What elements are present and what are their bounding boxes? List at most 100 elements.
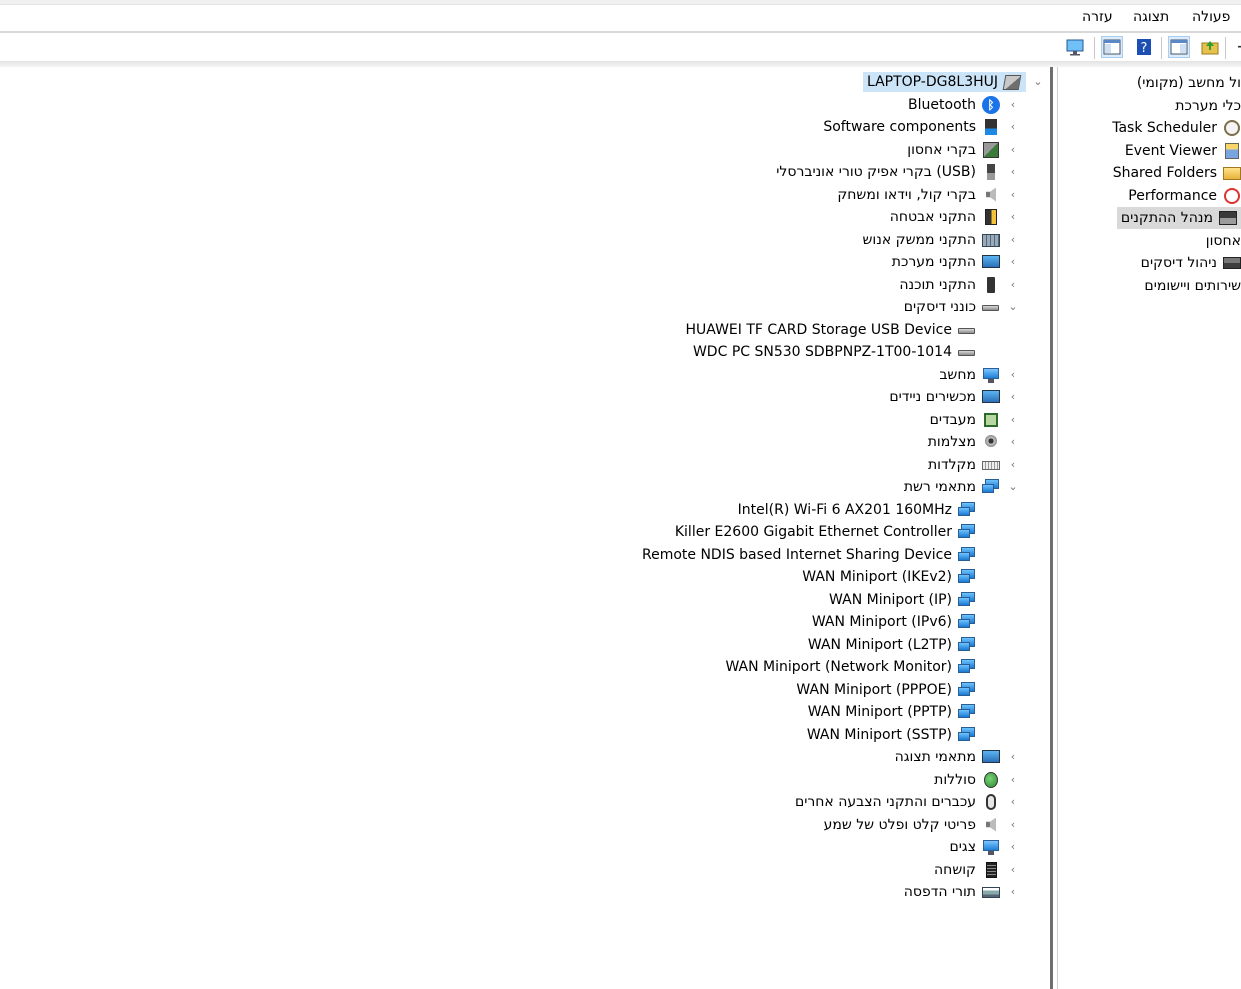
help-button[interactable]: ? (1133, 36, 1155, 58)
device-category[interactable]: תורי הדפסה (904, 881, 1000, 903)
expand-chevron-icon[interactable]: ‹ (1010, 435, 1016, 448)
console-tree-item[interactable]: Event Viewer (1125, 140, 1241, 162)
network-adapter-icon (958, 546, 976, 564)
device-category[interactable]: מכשירים ניידים (889, 386, 1000, 408)
expand-chevron-icon[interactable]: ‹ (1010, 277, 1016, 291)
network-adapter-icon (982, 478, 1000, 496)
device-category[interactable]: פריטי קלט ופלט של שמע (824, 814, 1000, 836)
device-item[interactable]: Intel(R) Wi-Fi 6 AX201 160MHz (738, 499, 976, 521)
software-components-icon (982, 118, 1000, 136)
device-category[interactable]: התקני תוכנה (899, 274, 1000, 296)
expand-chevron-icon[interactable]: ‹ (1010, 165, 1016, 178)
expand-chevron-icon[interactable]: ‹ (1010, 412, 1016, 426)
device-item[interactable]: HUAWEI TF CARD Storage USB Device (685, 319, 976, 341)
expand-chevron-icon[interactable]: ‹ (1010, 750, 1016, 763)
expand-chevron-icon[interactable]: ‹ (1010, 840, 1016, 853)
expand-chevron-icon[interactable]: ‹ (1010, 862, 1016, 876)
device-item[interactable]: WDC PC SN530 SDBPNPZ-1T00-1014 (693, 341, 976, 363)
device-category-label: מצלמות (927, 434, 976, 450)
console-tree-item[interactable]: כלי מערכת (1175, 95, 1241, 117)
console-tree-item[interactable]: מנהל ההתקנים (1116, 207, 1241, 229)
device-category[interactable]: מתאמי רשת (904, 476, 1000, 498)
collapse-chevron-icon[interactable]: ⌄ (1033, 75, 1043, 88)
show-hide-console-tree-icon (1170, 39, 1188, 55)
console-tree-item[interactable]: Performance (1128, 185, 1241, 207)
monitor-properties-icon (1066, 39, 1084, 56)
firmware-icon (982, 861, 1000, 879)
device-category[interactable]: קושחה (934, 859, 1000, 881)
collapse-chevron-icon[interactable]: ⌄ (1008, 300, 1018, 313)
device-category[interactable]: בקרי אחסון (907, 139, 1000, 161)
device-category-label: בקרי קול, וידאו ומשחק (837, 186, 976, 203)
expand-chevron-icon[interactable]: ‹ (1010, 367, 1016, 381)
device-category[interactable]: כונני דיסקים (904, 296, 1000, 318)
collapse-chevron-icon[interactable]: ⌄ (1008, 480, 1018, 493)
network-adapter-icon (958, 658, 976, 676)
vertical-scrollbar[interactable] (1050, 67, 1053, 989)
device-category[interactable]: Software components (823, 116, 1000, 138)
tree-root-computer[interactable]: LAPTOP-DG8L3HUJ (862, 71, 1026, 93)
expand-chevron-icon[interactable]: ‹ (1010, 142, 1016, 156)
expand-chevron-icon[interactable]: ‹ (1010, 390, 1016, 403)
expand-chevron-icon[interactable]: ‹ (1010, 97, 1016, 111)
expand-chevron-icon[interactable]: ‹ (1010, 885, 1016, 898)
expand-chevron-icon[interactable]: ‹ (1010, 255, 1016, 268)
device-category[interactable]: התקני ממשק אנוש (863, 229, 1000, 251)
help-icon: ? (1137, 39, 1151, 56)
menu-action[interactable]: פעולה (1192, 9, 1231, 25)
pane-splitter[interactable] (1053, 67, 1058, 989)
device-manager-icon (1219, 209, 1237, 227)
device-category[interactable]: צגים (950, 836, 1001, 858)
console-tree-item[interactable]: Task Scheduler (1112, 117, 1241, 139)
console-tree-item[interactable]: Shared Folders (1113, 162, 1241, 184)
expand-chevron-icon[interactable]: ‹ (1010, 795, 1016, 808)
console-tree-item[interactable]: אחסון (1206, 230, 1241, 252)
show-hide-console-tree-button[interactable] (1168, 36, 1190, 58)
device-item[interactable]: Remote NDIS based Internet Sharing Devic… (642, 544, 976, 566)
device-item[interactable]: WAN Miniport (IKEv2) (802, 566, 976, 588)
device-category-label: בקרי אפיק טורי אוניברסלי (USB) (776, 164, 976, 180)
expand-chevron-icon[interactable]: ‹ (1010, 232, 1016, 246)
expand-chevron-icon[interactable]: ‹ (1010, 210, 1016, 223)
expand-chevron-icon[interactable]: ‹ (1010, 817, 1016, 831)
device-item[interactable]: WAN Miniport (PPTP) (808, 701, 976, 723)
device-item-label: Killer E2600 Gigabit Ethernet Controller (674, 524, 952, 540)
device-item[interactable]: WAN Miniport (SSTP) (807, 724, 976, 746)
expand-chevron-icon[interactable]: ‹ (1010, 457, 1016, 471)
device-category[interactable]: מתאמי תצוגה (895, 746, 1000, 768)
device-category[interactable]: התקני אבטחה (890, 206, 1000, 228)
monitor-properties-button[interactable] (1064, 36, 1086, 58)
console-tree-item[interactable]: שירותים ויישומים (1144, 275, 1241, 297)
device-category-label: סוללות (934, 771, 976, 788)
device-item[interactable]: WAN Miniport (Network Monitor) (725, 656, 976, 678)
device-category[interactable]: מעבדים (930, 409, 1000, 431)
device-item[interactable]: WAN Miniport (PPPOE) (796, 679, 976, 701)
expand-chevron-icon[interactable]: ‹ (1010, 187, 1016, 201)
device-category[interactable]: מחשב (939, 364, 1000, 386)
menu-help[interactable]: עזרה (1082, 9, 1113, 25)
device-category[interactable]: מצלמות (928, 431, 1000, 453)
menu-view[interactable]: תצוגה (1133, 9, 1170, 25)
expand-chevron-icon[interactable]: ‹ (1010, 120, 1016, 133)
console-tree-item[interactable]: ול מחשב (מקומי) (1137, 72, 1241, 94)
device-item[interactable]: Killer E2600 Gigabit Ethernet Controller (675, 521, 976, 543)
device-item[interactable]: WAN Miniport (IP) (829, 589, 976, 611)
device-category-label: מקלדות (927, 456, 976, 473)
device-item[interactable]: WAN Miniport (IPv6) (812, 611, 976, 633)
back-button[interactable]: ➔ (1232, 36, 1241, 58)
toolbar-divider (0, 61, 1241, 67)
device-category[interactable]: סוללות (934, 769, 1000, 791)
console-tree-item-content: Shared Folders (1113, 162, 1241, 184)
device-category[interactable]: מקלדות (928, 454, 1000, 476)
show-hide-action-pane-icon (1103, 39, 1121, 55)
device-category[interactable]: התקני מערכת (892, 251, 1000, 273)
console-tree-item[interactable]: ניהול דיסקים (1141, 252, 1241, 274)
device-category[interactable]: עכברים והתקני הצבעה אחרים (795, 791, 1000, 813)
device-category[interactable]: בקרי קול, וידאו ומשחק (837, 184, 1000, 206)
expand-chevron-icon[interactable]: ‹ (1010, 772, 1016, 786)
device-category[interactable]: בקרי אפיק טורי אוניברסלי (USB) (776, 161, 1000, 183)
up-folder-button[interactable] (1199, 36, 1221, 58)
device-item[interactable]: WAN Miniport (L2TP) (808, 634, 976, 656)
show-hide-action-pane-button[interactable] (1101, 36, 1123, 58)
